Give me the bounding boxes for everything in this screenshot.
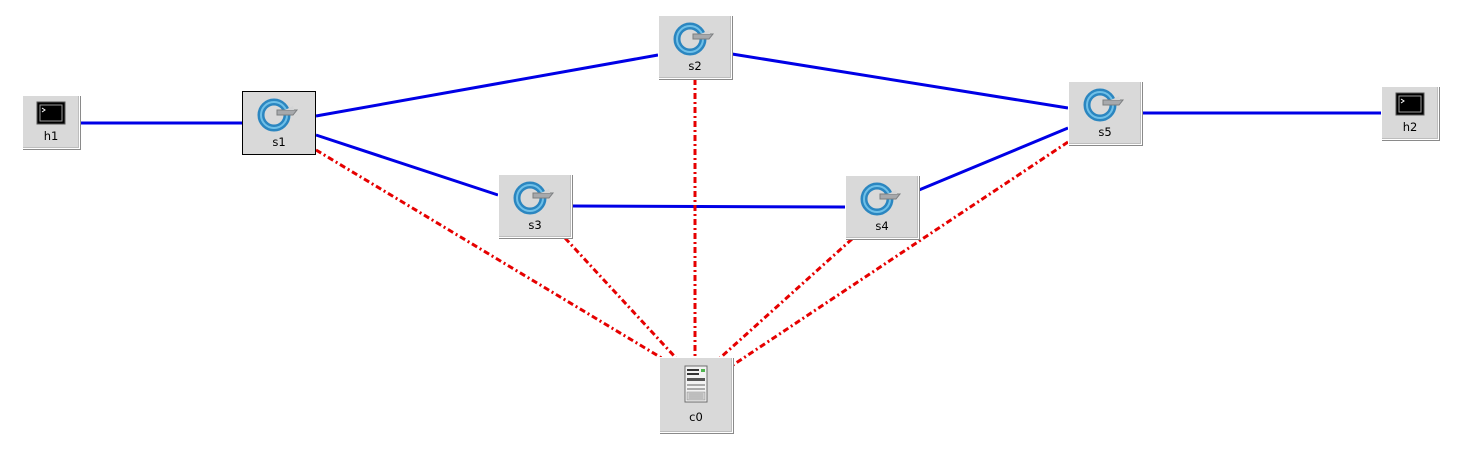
openflow-switch-icon [673, 22, 715, 56]
terminal-icon [1395, 92, 1425, 116]
openflow-switch-icon [513, 181, 555, 215]
openflow-switch-icon [860, 182, 902, 216]
switch-s2[interactable]: s2 [658, 15, 732, 79]
link-s4-s5[interactable] [918, 126, 1069, 192]
controller-c0[interactable]: c0 [659, 357, 733, 433]
node-label-s5: s5 [1098, 125, 1112, 139]
openflow-switch-icon [1083, 88, 1125, 122]
host-h1[interactable]: h1 [22, 95, 80, 149]
link-s5-c0[interactable] [732, 140, 1069, 367]
node-label-s2: s2 [688, 59, 702, 73]
link-s1-s3[interactable] [315, 133, 499, 197]
switch-s1[interactable]: s1 [242, 91, 316, 155]
link-s1-c0[interactable] [315, 148, 666, 362]
link-s1-s2[interactable] [315, 53, 659, 118]
node-label-s1: s1 [272, 135, 286, 149]
terminal-icon [36, 101, 66, 125]
switch-s3[interactable]: s3 [498, 174, 572, 238]
link-s2-s5[interactable] [731, 52, 1069, 110]
link-s3-s4[interactable] [571, 204, 846, 209]
switch-s5[interactable]: s5 [1068, 81, 1142, 145]
node-label-h1: h1 [43, 129, 59, 143]
node-label-s4: s4 [875, 219, 889, 233]
host-h2[interactable]: h2 [1381, 86, 1439, 140]
node-label-h2: h2 [1402, 120, 1418, 134]
node-label-s3: s3 [528, 218, 542, 232]
openflow-switch-icon [257, 98, 299, 132]
controller-server-icon [684, 365, 708, 403]
node-label-c0: c0 [689, 410, 703, 424]
switch-s4[interactable]: s4 [845, 175, 919, 239]
link-s3-c0[interactable] [563, 236, 678, 360]
link-s4-c0[interactable] [718, 237, 854, 360]
